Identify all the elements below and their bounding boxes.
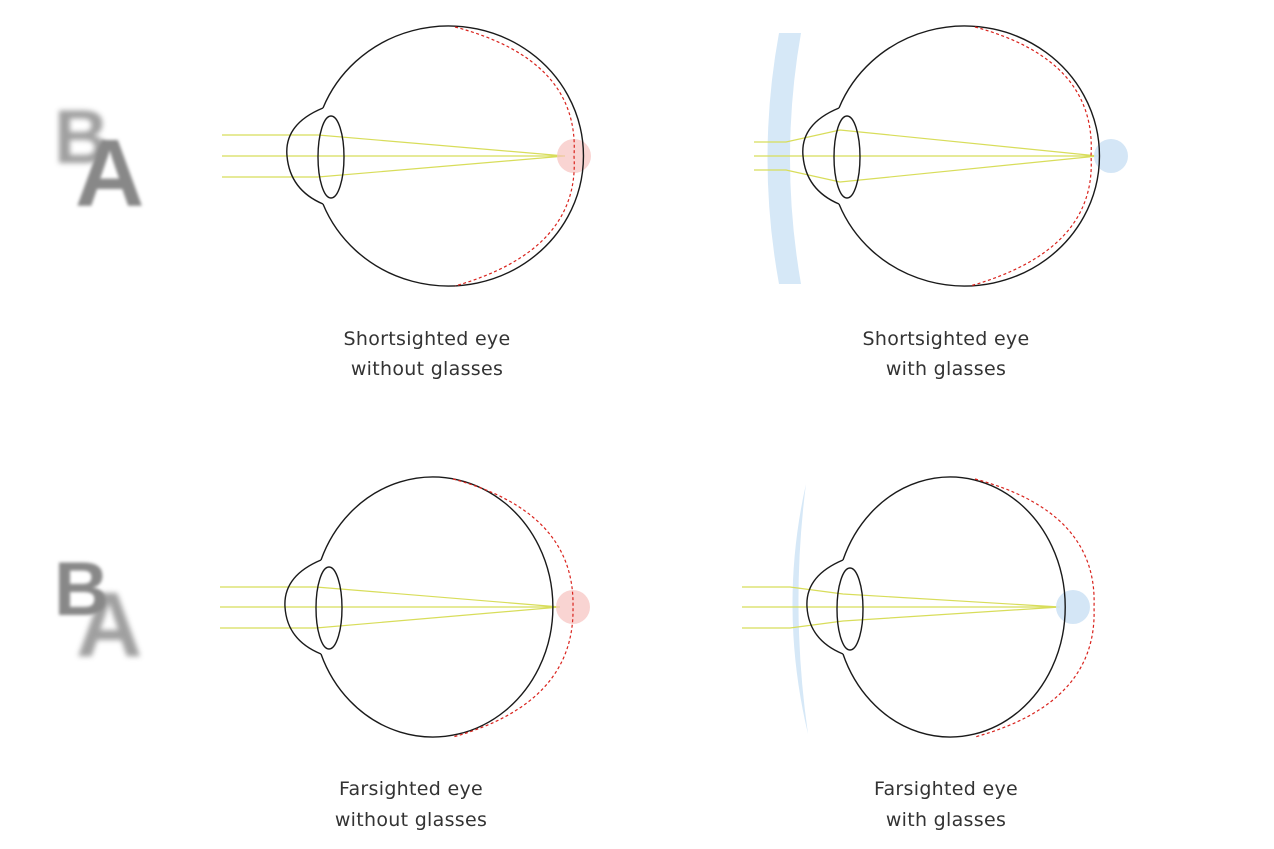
light-rays: [742, 586, 1061, 629]
convex-glasses-lens: [792, 484, 808, 734]
letter-b: B: [54, 547, 109, 632]
lens: [836, 567, 864, 651]
eyeball-outline: [320, 476, 554, 738]
panel-shortsighted-without-glasses: B A Shortsighted eye without glasses: [54, 25, 591, 380]
panel-farsighted-with-glasses: Farsighted eye with glasses: [742, 476, 1095, 831]
lens: [315, 566, 343, 650]
lens: [833, 115, 861, 199]
eyeball-outline: [838, 25, 1101, 287]
letter-a: A: [75, 120, 144, 227]
caption-line2: without glasses: [335, 809, 487, 831]
eye: [802, 25, 1101, 287]
ray-bottom: [222, 155, 566, 178]
lens: [317, 115, 345, 199]
focus-point-miss: [556, 590, 590, 624]
ray-top: [754, 129, 1099, 157]
cornea: [286, 107, 324, 205]
ray-top: [222, 134, 566, 157]
letter-b: B: [54, 95, 109, 180]
letter-a: A: [76, 574, 142, 676]
light-rays: [754, 129, 1099, 183]
focus-point-corrected: [1056, 590, 1090, 624]
normal-retina-dashed: [452, 478, 574, 738]
light-rays: [220, 586, 561, 629]
normal-retina-dashed: [454, 26, 575, 287]
focus-point-corrected: [1094, 139, 1128, 173]
caption-line2: with glasses: [886, 358, 1006, 380]
light-rays: [222, 134, 566, 178]
caption-line1: Farsighted eye: [339, 778, 483, 800]
ray-top: [742, 586, 1061, 608]
eye: [806, 476, 1095, 738]
eye: [284, 476, 574, 738]
caption-line2: without glasses: [351, 358, 503, 380]
ray-bottom: [220, 606, 561, 629]
cornea: [284, 559, 322, 655]
caption-line1: Farsighted eye: [874, 778, 1018, 800]
eyeball-outline: [322, 25, 585, 287]
blurred-letters: B A: [54, 95, 144, 227]
ray-top: [220, 586, 561, 608]
normal-retina-dashed: [974, 478, 1095, 738]
ray-bottom: [742, 606, 1061, 629]
ray-bottom: [754, 155, 1099, 183]
eyeball-outline: [842, 476, 1066, 738]
caption-line1: Shortsighted eye: [344, 328, 511, 350]
normal-retina-dashed: [969, 26, 1092, 287]
blurred-letters: B A: [54, 547, 142, 676]
cornea: [806, 559, 844, 655]
caption-line2: with glasses: [886, 809, 1006, 831]
eye: [286, 25, 585, 287]
concave-glasses-lens: [767, 33, 801, 284]
panel-shortsighted-with-glasses: Shortsighted eye with glasses: [754, 25, 1128, 380]
panel-farsighted-without-glasses: B A Farsighted eye without glasses: [54, 476, 590, 831]
caption-line1: Shortsighted eye: [863, 328, 1030, 350]
cornea: [802, 107, 840, 205]
